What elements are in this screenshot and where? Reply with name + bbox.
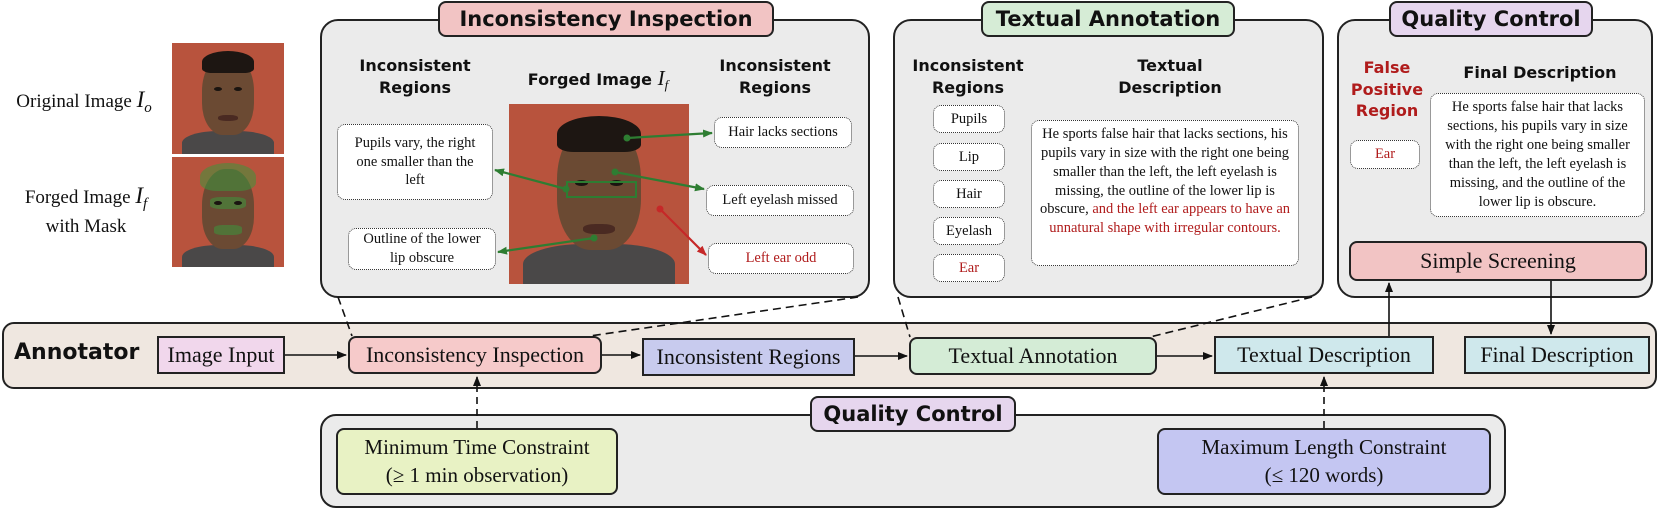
quality-control-bottom-title: Quality Control — [810, 396, 1016, 432]
zoom-line-inspection-right — [589, 296, 859, 337]
step-textual-description: Textual Description — [1214, 336, 1434, 374]
quality-control-top-title: Quality Control — [1389, 1, 1593, 37]
step-inconsistency-inspection: Inconsistency Inspection — [348, 336, 602, 374]
false-positive-region-ear: Ear — [1350, 140, 1420, 169]
red-arrow-ear — [659, 208, 707, 256]
green-arrow-hair — [626, 129, 713, 140]
annotation-region-hair: Hair — [933, 180, 1005, 208]
annotation-region-eyelash: Eyelash — [933, 217, 1005, 245]
annotation-description-text: He sports false hair that lacks sections… — [1040, 126, 1290, 218]
final-description-header: Final Description — [1463, 63, 1617, 82]
green-arrow-lip — [497, 236, 595, 255]
final-description-box: He sports false hair that lacks sections… — [1430, 93, 1645, 217]
ear-region-box: Left ear odd — [708, 243, 854, 274]
step-final-description: Final Description — [1464, 336, 1650, 374]
step-image-input: Image Input — [157, 336, 285, 374]
original-image-label: Original Image Io — [16, 87, 152, 116]
annotator-label: Annotator — [14, 340, 140, 365]
forged-image-label: Forged Image If with Mask — [24, 183, 148, 238]
inspection-header-left: Inconsistent Regions — [359, 56, 471, 97]
simple-screening-box: Simple Screening — [1349, 241, 1647, 281]
zoom-line-inspection-left — [337, 296, 353, 337]
annotation-header-regions: Inconsistent Regions — [912, 56, 1024, 97]
hair-region-box: Hair lacks sections — [714, 117, 852, 148]
annotation-description-false-part: and the left ear appears to have an unna… — [1049, 201, 1291, 237]
annotation-description-box: He sports false hair that lacks sections… — [1031, 120, 1299, 266]
minimum-time-constraint-box: Minimum Time Constraint (≥ 1 min observa… — [336, 428, 618, 495]
annotation-region-pupils: Pupils — [933, 105, 1005, 133]
eyelash-region-box: Left eyelash missed — [706, 185, 854, 216]
forged-image-center — [509, 104, 689, 284]
zoom-line-annotation-left — [897, 296, 911, 338]
inspection-header-center: Forged Image If — [527, 66, 669, 93]
lip-region-box: Outline of the lower lip obscure — [348, 228, 496, 270]
inspection-header-right: Inconsistent Regions — [719, 56, 831, 97]
inconsistency-inspection-title: Inconsistency Inspection — [438, 1, 774, 37]
green-arrow-eyelash — [614, 170, 705, 192]
step-inconsistent-regions: Inconsistent Regions — [642, 338, 855, 376]
pupils-region-box: Pupils vary, the right one smaller than … — [337, 124, 493, 200]
false-positive-header: False Positive Region — [1350, 58, 1424, 121]
annotation-region-ear: Ear — [933, 254, 1005, 282]
green-arrow-pupils — [494, 168, 567, 191]
maximum-length-constraint-box: Maximum Length Constraint (≤ 120 words) — [1157, 428, 1491, 495]
original-face-image — [172, 43, 284, 154]
annotation-region-lip: Lip — [933, 143, 1005, 171]
textual-annotation-title: Textual Annotation — [981, 1, 1235, 37]
forged-face-with-mask-image — [172, 157, 284, 267]
annotation-header-description: Textual Description — [1118, 56, 1222, 97]
step-textual-annotation: Textual Annotation — [909, 337, 1157, 375]
zoom-line-annotation-right — [1149, 296, 1313, 338]
